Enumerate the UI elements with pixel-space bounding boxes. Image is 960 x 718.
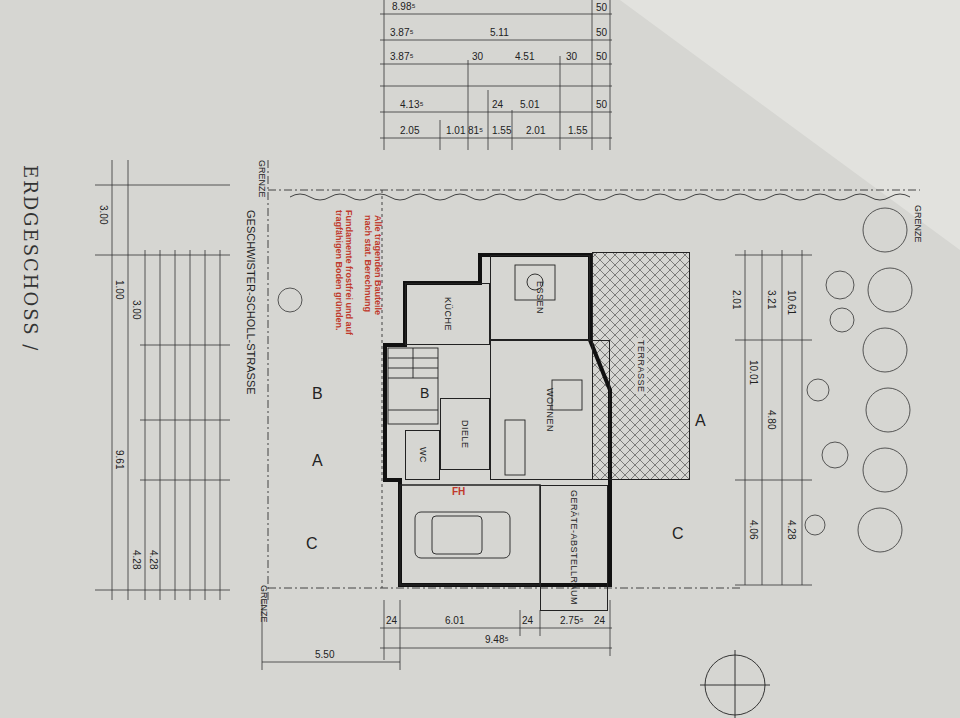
dimension-label: 2.01: [731, 290, 742, 309]
dimension-label: 30: [566, 51, 577, 62]
interior-details: [388, 265, 770, 718]
dimension-label: 4.13⁵: [400, 99, 424, 110]
room-box: TERRASSE: [592, 252, 690, 480]
dimension-label: 4.28: [786, 520, 797, 539]
dimension-label: 4.51: [515, 51, 534, 62]
dimension-label: 3.87⁵: [390, 27, 414, 38]
dimension-label: 4.06: [748, 520, 759, 539]
dimension-label: GRENZE: [258, 585, 268, 623]
dimension-label: 4.28: [131, 550, 142, 569]
room-name: ESSEN: [534, 279, 546, 316]
room-name: KÜCHE: [442, 295, 454, 333]
dimension-label: 2.05: [400, 125, 419, 136]
dimension-label: 5.50: [315, 649, 334, 660]
terrace-hatch: [592, 252, 690, 480]
dimension-label: 5.01: [520, 99, 539, 110]
dimension-label: 2.01: [526, 125, 545, 136]
dimension-label: B: [312, 385, 323, 403]
dimension-label: 10.61: [786, 290, 797, 315]
dimension-label: GESCHWISTER-SCHOLL-STRASSE: [245, 210, 257, 395]
dimension-label: 4.28: [148, 550, 159, 569]
room-name: DIELE: [459, 418, 471, 451]
dimension-label: 9.61: [114, 450, 125, 469]
dimension-label: 5.11: [490, 27, 509, 38]
dimension-label: 1.55: [568, 125, 587, 136]
dimension-label: GRENZE: [912, 205, 922, 243]
dimension-label: 6.01: [445, 615, 464, 626]
dimension-label: 50: [596, 51, 607, 62]
dimension-label: 3.00: [98, 205, 109, 224]
dimension-label: 3.21: [766, 290, 777, 309]
room-name: WC: [417, 445, 429, 465]
dimension-label: C: [672, 525, 684, 543]
note-text: FH: [452, 486, 465, 497]
room-name: GERÄTE-ABSTELLRAUM: [568, 488, 580, 607]
dimension-lines: [95, 0, 812, 670]
dimension-label: A: [312, 452, 323, 470]
dimension-label: 3.87⁵: [390, 51, 414, 62]
dimension-label: 81⁵: [468, 125, 483, 136]
room-box: GERÄTE-ABSTELLRAUM: [540, 485, 608, 611]
property-boundary: [268, 160, 920, 600]
dimension-label: 4.80: [766, 410, 777, 429]
dimension-label: 1.55: [492, 125, 511, 136]
dimension-label: 50: [596, 27, 607, 38]
dimension-label: 1.00: [114, 280, 125, 299]
dimension-label: 8.98⁵: [392, 1, 416, 12]
dimension-label: 9.48⁵: [485, 634, 509, 645]
dimension-label: 24: [386, 615, 397, 626]
dimension-label: 2.75⁵: [560, 615, 584, 626]
tree-symbols: [278, 208, 912, 552]
note-text: Alle tragenden Bauteile nach stat. Berec…: [362, 215, 382, 325]
room-box: WC: [405, 430, 440, 480]
dimension-label: 10.01: [748, 360, 759, 385]
dimension-label: 24: [492, 99, 503, 110]
dimension-label: 50: [596, 2, 607, 13]
dimension-label: 30: [472, 51, 483, 62]
dimension-label: GRENZE: [256, 160, 266, 198]
dimension-label: B: [420, 386, 429, 401]
dimension-label: A: [695, 412, 706, 430]
room-box: ESSEN: [490, 255, 590, 340]
room-box: KÜCHE: [405, 283, 490, 345]
room-box: DIELE: [440, 398, 490, 470]
room-name: TERRASSE: [635, 338, 647, 395]
dimension-label: 24: [522, 615, 533, 626]
dimension-label: 1.01: [446, 125, 465, 136]
dimension-label: 50: [596, 99, 607, 110]
note-text: Fundamente frostfrei und auf tragfähigen…: [333, 210, 353, 335]
dimension-label: 24: [594, 615, 605, 626]
dimension-label: C: [306, 535, 318, 553]
room-name: WOHNEN: [544, 386, 556, 434]
paper-fold: [620, 0, 960, 250]
plan-title: ERDGESCHOSS /: [20, 165, 41, 352]
dimension-label: 3.00: [131, 300, 142, 319]
